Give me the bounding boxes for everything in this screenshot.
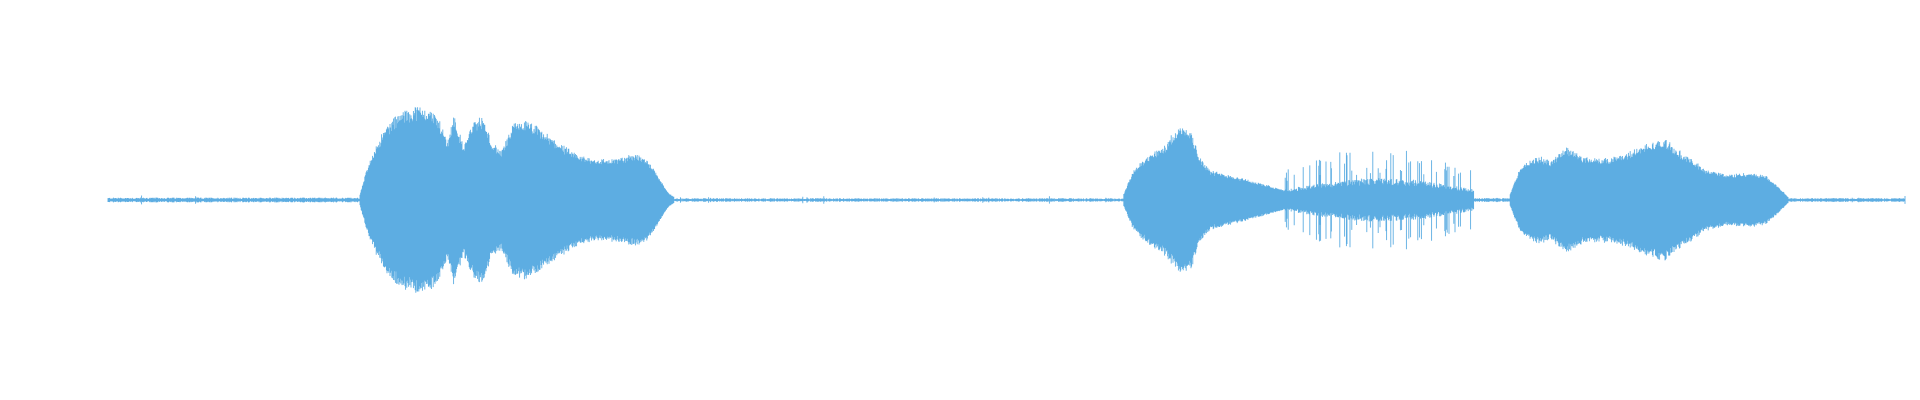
waveform-trace — [107, 107, 1906, 293]
